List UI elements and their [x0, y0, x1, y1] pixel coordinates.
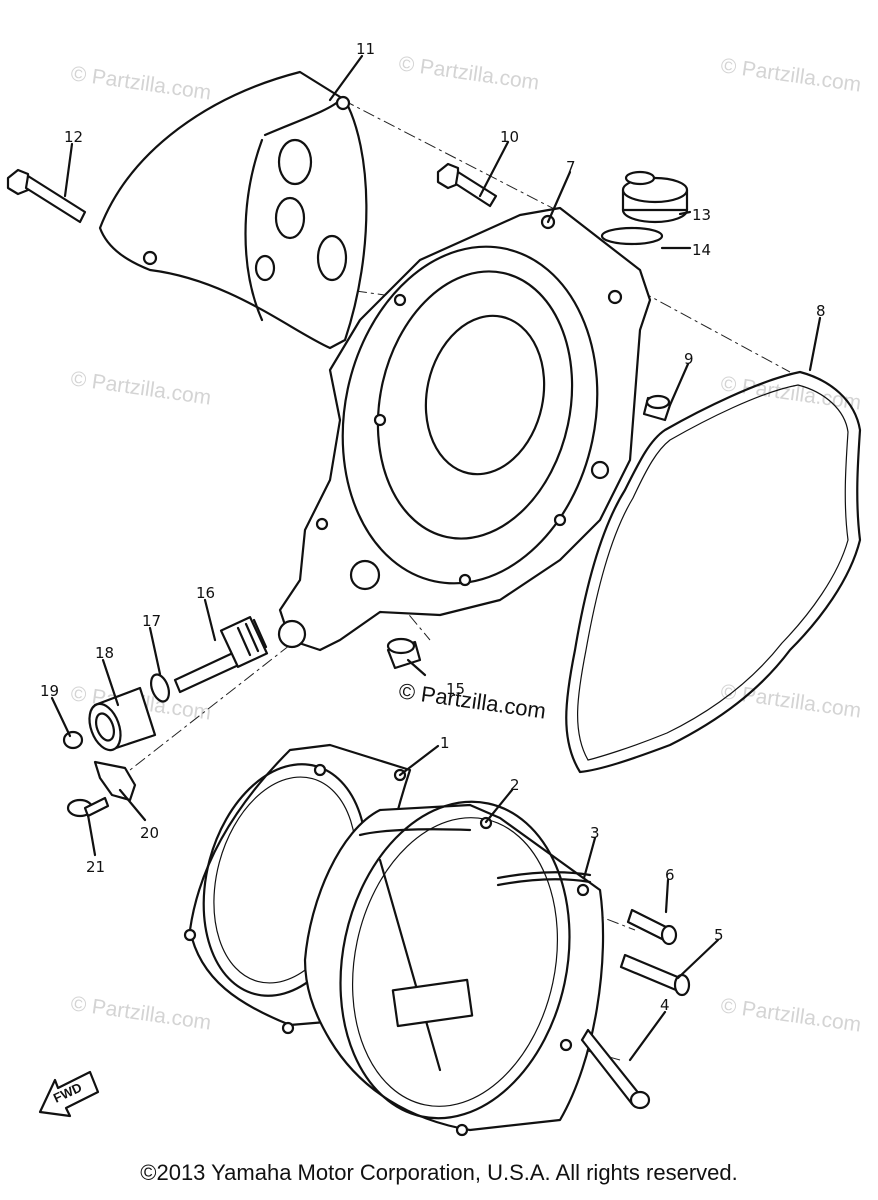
watermark: © Partzilla.com [719, 994, 862, 1036]
callout-11: 11 [356, 40, 375, 58]
callout-4: 4 [660, 996, 670, 1014]
part-14-o-ring [600, 226, 664, 246]
part-4-bolt [580, 1028, 651, 1110]
watermark: © Partzilla.com [397, 52, 540, 94]
callout-7: 7 [566, 158, 576, 176]
part-5-bolt [619, 953, 691, 997]
watermark: © Partzilla.com [719, 54, 862, 96]
part-16-shaft [173, 616, 269, 694]
callout-10: 10 [500, 128, 519, 146]
watermark: © Partzilla.com [69, 62, 212, 104]
callout-5: 5 [714, 926, 724, 944]
part-15-bushing [386, 637, 422, 670]
part-6-bolt [626, 908, 678, 946]
exploded-view-drawing: © Partzilla.com © Partzilla.com © Partzi… [6, 40, 863, 1137]
part-12-bolt [6, 168, 87, 224]
part-9-dowel [642, 394, 672, 422]
callout-3: 3 [590, 824, 600, 842]
part-20-clip [93, 760, 137, 802]
part-10-bolt [436, 162, 498, 208]
copyright-notice: ©2013 Yamaha Motor Corporation, U.S.A. A… [140, 1160, 738, 1185]
callout-13: 13 [692, 206, 711, 224]
part-21-screw [66, 796, 110, 818]
part-8-gasket [565, 370, 862, 774]
callout-1: 1 [440, 734, 450, 752]
callout-17: 17 [142, 612, 161, 630]
callout-2: 2 [510, 776, 520, 794]
callout-labels: 1 2 3 4 5 6 7 8 9 10 11 12 13 14 15 16 1… [40, 40, 826, 1014]
part-11-guard [98, 70, 368, 350]
watermark: © Partzilla.com [69, 992, 212, 1034]
fwd-arrow: FWD [38, 1070, 100, 1118]
callout-6: 6 [665, 866, 675, 884]
callout-8: 8 [816, 302, 826, 320]
watermark: © Partzilla.com [69, 367, 212, 409]
part-13-filler-cap [621, 170, 689, 224]
part-17-o-ring [149, 673, 171, 703]
watermark-center: © Partzilla.com [397, 678, 547, 723]
part-2-housing [303, 800, 605, 1137]
callout-15: 15 [446, 680, 465, 698]
callout-14: 14 [692, 241, 711, 259]
callout-19: 19 [40, 682, 59, 700]
part-19-washer [62, 730, 84, 750]
callout-12: 12 [64, 128, 83, 146]
callout-20: 20 [140, 824, 159, 842]
callout-16: 16 [196, 584, 215, 602]
leader-lines [50, 54, 822, 1062]
callout-18: 18 [95, 644, 114, 662]
callout-21: 21 [86, 858, 105, 876]
part-3-band [496, 871, 592, 887]
part-18-housing [88, 686, 157, 752]
part-7-crankcase-cover [277, 206, 652, 652]
callout-9: 9 [684, 350, 694, 368]
